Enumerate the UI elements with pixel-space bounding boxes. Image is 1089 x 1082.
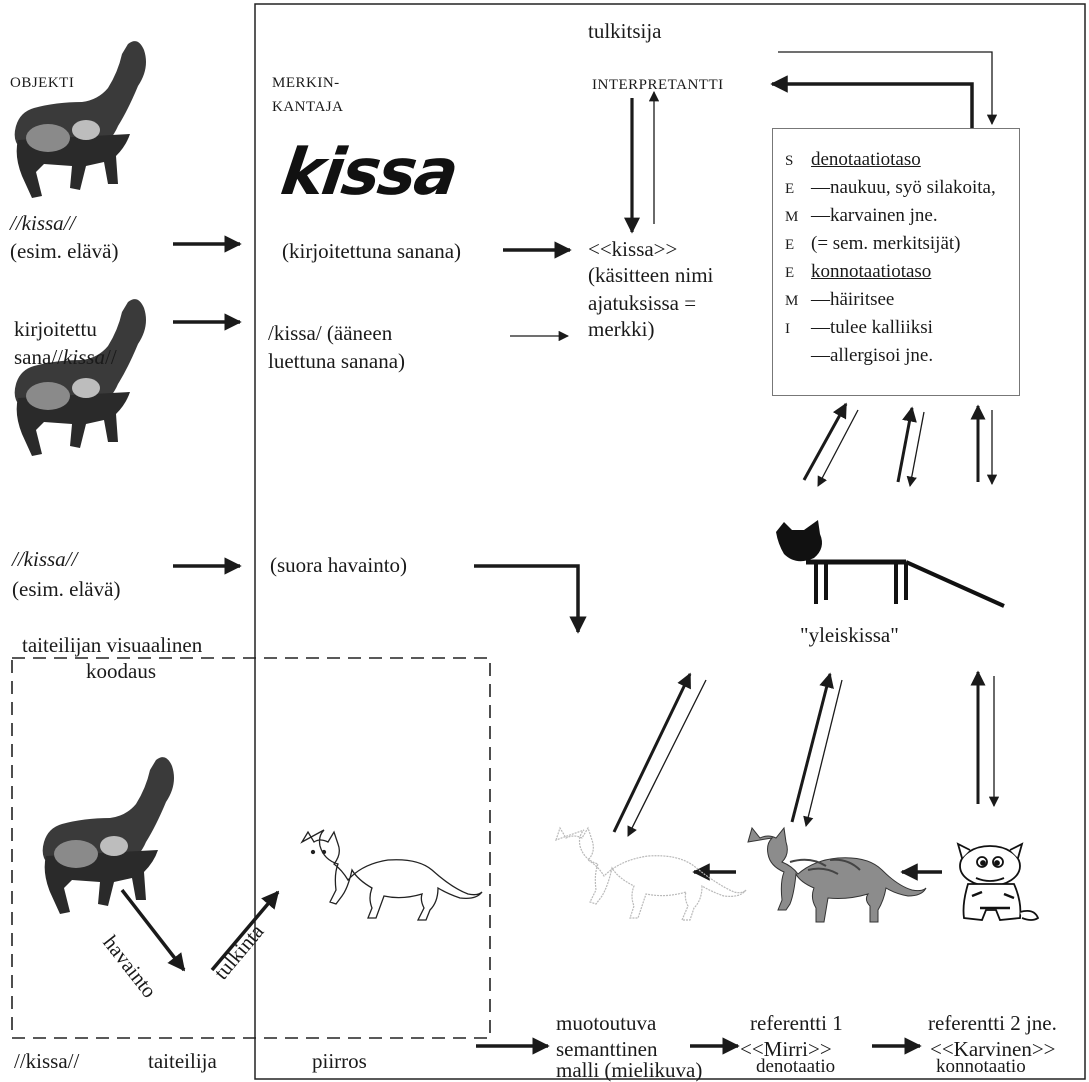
sign2-line2: luettuna sanana) [268, 349, 406, 373]
arrow-semantics-to-interpretant [770, 75, 974, 128]
object3-note: (esim. elävä) [12, 577, 121, 601]
artist-coding-line1: taiteilijan visuaalinen [22, 633, 203, 657]
object1-word: //kissa// [10, 211, 76, 235]
arrow-perception-down [120, 888, 186, 972]
arrow-semantics-to-general-2 [906, 411, 925, 488]
arrow-model-to-general [612, 672, 692, 833]
general-cat-label: "yleiskissa" [800, 623, 899, 647]
semantic-row: M—häiritsee [785, 289, 895, 310]
bottom-artist-label: taiteilija [148, 1049, 217, 1073]
sign-vehicle-heading-line1: MERKIN- [272, 75, 340, 91]
interpreter-label: tulkitsija [588, 19, 662, 43]
semantic-row: —allergisoi jne. [811, 345, 934, 366]
sign3-text: (suora havainto) [270, 553, 408, 577]
denotation-label: denotaatio [756, 1056, 836, 1077]
semantic-row: E(= sem. merkitsijät) [785, 233, 961, 254]
connotation-label: konnotaatio [936, 1056, 1026, 1077]
concept-line1: <<kissa>> [588, 237, 678, 261]
object1-note: (esim. elävä) [10, 239, 119, 263]
object2-line2: sana//kissa// [14, 345, 117, 369]
object-heading: OBJEKTI [10, 75, 75, 91]
object2-line1: kirjoitettu [14, 317, 97, 341]
arrow-semantics-to-general-1 [817, 409, 859, 487]
general-cat-pictogram [776, 520, 1005, 608]
semantic-row: M—karvainen jne. [785, 205, 938, 226]
concept-line2: (käsitteen nimi [588, 263, 714, 287]
artist-coding-line2: koodaus [86, 659, 156, 683]
sign2-line1: /kissa/ (ääneen [268, 321, 393, 345]
sign1-text: (kirjoitettuna sanana) [282, 239, 462, 263]
arrow-ref1-to-general [790, 672, 834, 823]
arrow-general-to-semantics-1 [802, 402, 848, 481]
ref2-line1: referentti 2 jne. [928, 1011, 1057, 1035]
sign-vehicle-heading-line2: KANTAJA [272, 99, 344, 115]
artist-coding-frame [11, 657, 491, 1039]
ref2-line2: <<Karvinen>> [930, 1037, 1056, 1061]
arrow-perception-to-model [474, 564, 587, 634]
model-line1: muotoutuva [556, 1011, 657, 1035]
arrow-general-to-semantics-2 [896, 406, 917, 483]
photo-cat-3 [42, 757, 174, 914]
bottom-drawing-label: piirros [312, 1049, 367, 1073]
model-line2: semanttinen [556, 1037, 658, 1061]
ref1-line1: referentti 1 [750, 1011, 843, 1035]
photo-cat-2 [14, 299, 146, 456]
model-line3: malli (mielikuva) [556, 1058, 703, 1082]
mirri-cat [747, 826, 927, 923]
concept-line3: ajatuksissa = [588, 291, 697, 315]
semantic-row: I—tulee kalliiksi [785, 317, 933, 338]
object3-word: //kissa// [12, 547, 78, 571]
interpreter-frame [254, 3, 1086, 1080]
interpretant-label: INTERPRETANTTI [592, 77, 724, 93]
photo-cat-1 [14, 41, 146, 198]
semantic-row: E—naukuu, syö silakoita, [785, 177, 996, 198]
bottom-kissa-word: //kissa// [14, 1049, 80, 1073]
mental-image-cat [555, 826, 747, 921]
arrow-general-to-ref1 [803, 679, 843, 828]
arrow-interpretant-to-semantics [778, 51, 998, 126]
arrow-interpretation-up [210, 890, 280, 972]
concept-line4: merkki) [588, 317, 655, 341]
karvinen-cat [956, 842, 1040, 921]
drawing-cat [300, 829, 483, 921]
kissa-handwritten-word: kissa [276, 136, 462, 210]
arrow-general-to-model [627, 679, 707, 837]
ref1-line2: <<Mirri>> [740, 1037, 832, 1061]
